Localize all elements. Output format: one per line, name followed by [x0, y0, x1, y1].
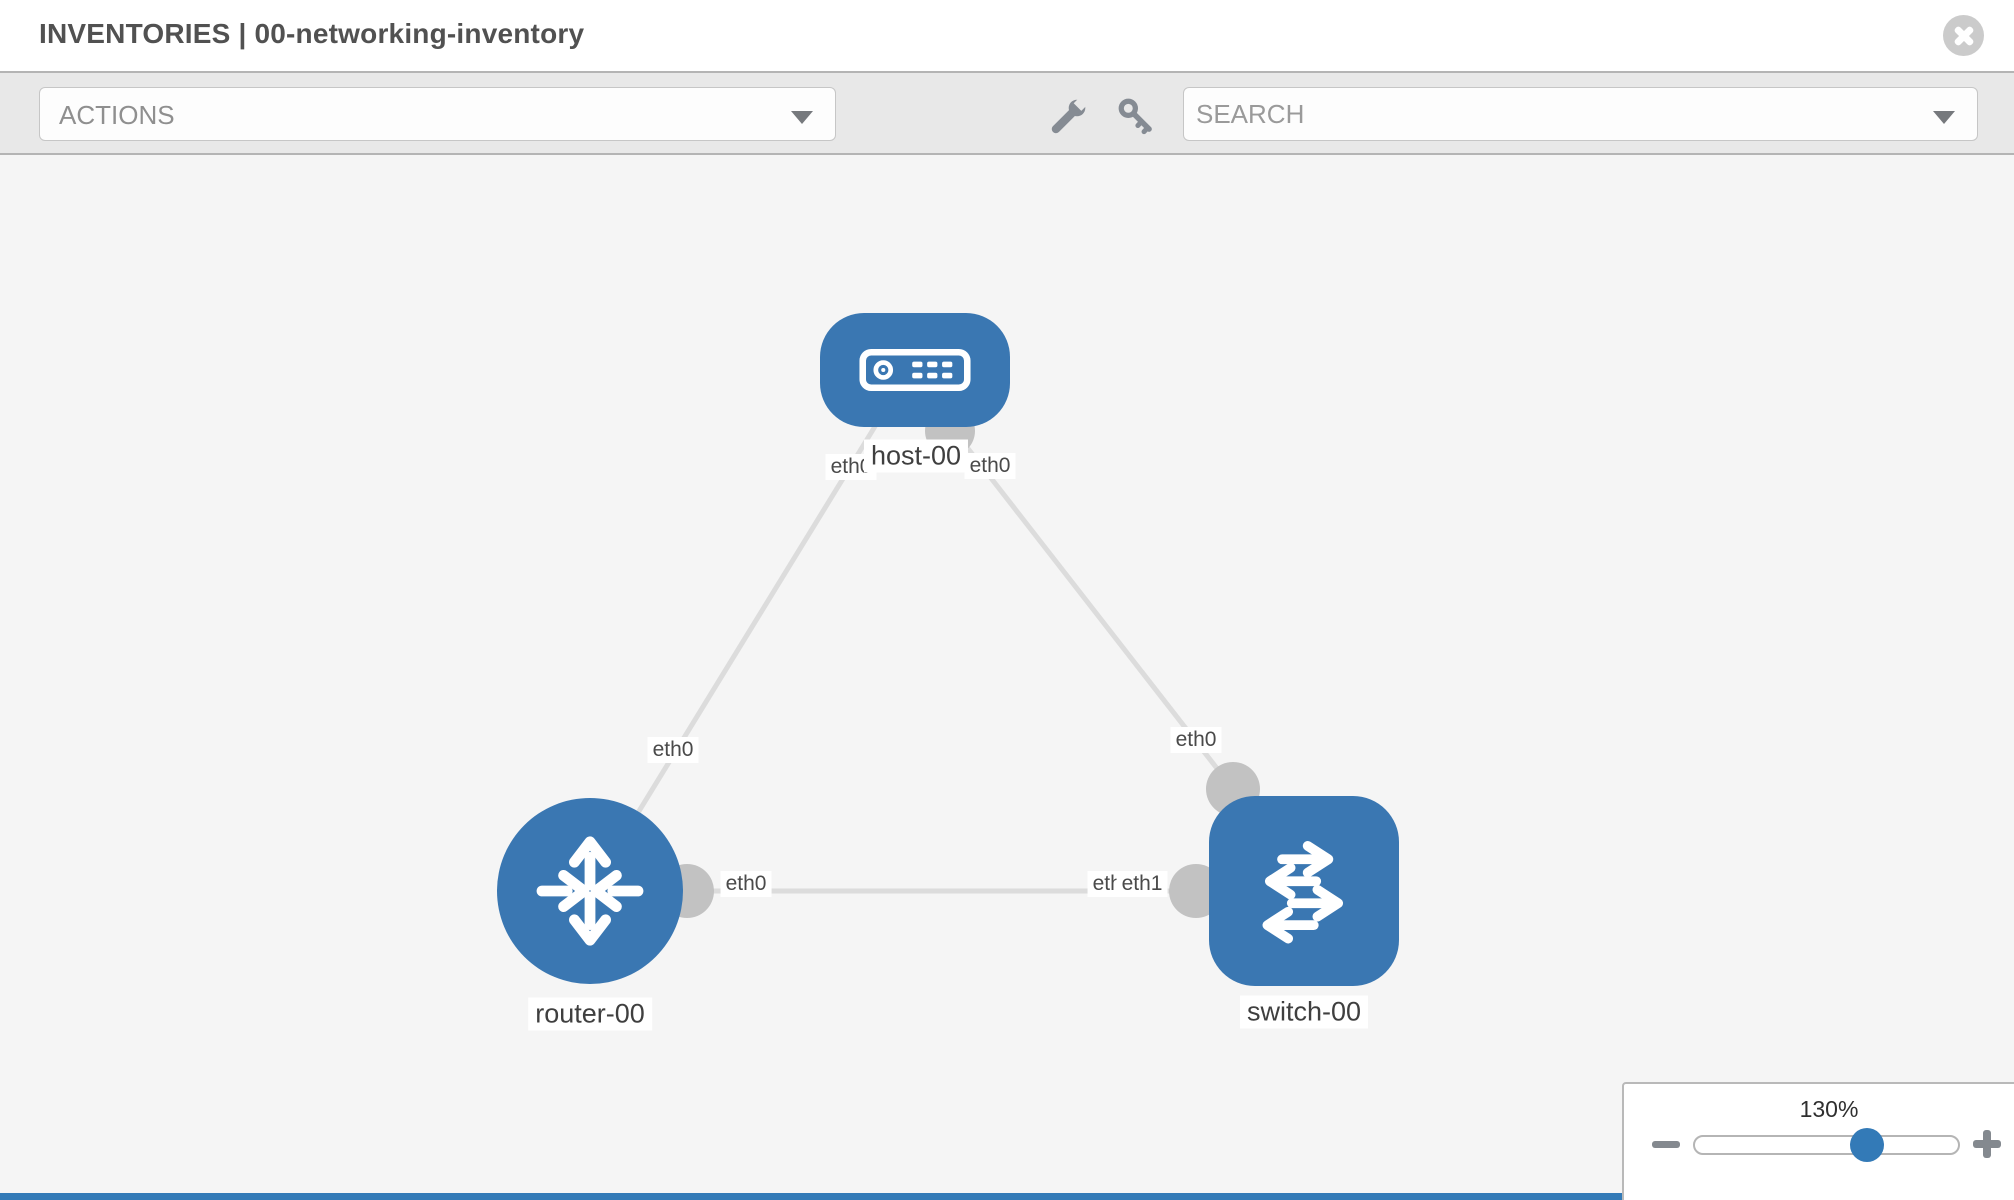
wrench-icon — [1051, 95, 1089, 133]
node-label-router-00: router-00 — [528, 997, 652, 1031]
chevron-down-icon[interactable] — [1933, 111, 1955, 124]
node-host-00[interactable] — [820, 313, 1010, 427]
interface-label-router-host-link: eth0 — [647, 737, 699, 763]
configure-button[interactable] — [1047, 95, 1091, 139]
page-title: INVENTORIES | 00-networking-inventory — [39, 18, 585, 49]
search-input[interactable] — [1194, 89, 1898, 139]
actions-dropdown-label: ACTIONS — [59, 100, 175, 130]
zoom-slider-thumb[interactable] — [1850, 1128, 1884, 1162]
node-label-switch-00: switch-00 — [1239, 995, 1369, 1029]
interface-label-switch-eth1: eth1 — [1116, 871, 1168, 897]
window-header: INVENTORIES | 00-networking-inventory — [0, 0, 2014, 71]
topology-canvas[interactable]: host-00 router-00 switch-00 eth0 eth0 et… — [0, 155, 2014, 1200]
zoom-panel: 130% — [1622, 1082, 2014, 1200]
footer-accent-bar — [0, 1193, 1622, 1200]
actions-dropdown[interactable]: ACTIONS — [39, 87, 836, 141]
links-layer — [587, 406, 1304, 918]
server-icon — [859, 349, 971, 391]
interface-label-router-eth0: eth0 — [720, 871, 772, 897]
zoom-slider-track[interactable] — [1693, 1128, 1960, 1162]
zoom-out-button[interactable] — [1650, 1131, 1682, 1157]
node-label-host-00: host-00 — [863, 439, 969, 473]
node-router-00[interactable] — [497, 798, 683, 984]
key-icon — [1118, 98, 1152, 134]
credentials-button[interactable] — [1114, 95, 1158, 139]
chevron-down-icon — [791, 111, 813, 124]
close-button[interactable] — [1943, 15, 1984, 56]
interface-label-host-switch-link: eth0 — [1170, 727, 1222, 753]
zoom-in-button[interactable] — [1971, 1128, 2003, 1160]
search-combo[interactable] — [1183, 87, 1978, 141]
close-icon — [1953, 25, 1974, 46]
interface-label-host-right: eth0 — [964, 453, 1016, 479]
router-arrows-icon — [536, 836, 644, 946]
zoom-level-readout: 130% — [1799, 1096, 1859, 1122]
node-switch-00[interactable] — [1209, 796, 1399, 986]
switch-arrows-icon — [1262, 840, 1344, 944]
toolbar: ACTIONS — [0, 71, 2014, 155]
